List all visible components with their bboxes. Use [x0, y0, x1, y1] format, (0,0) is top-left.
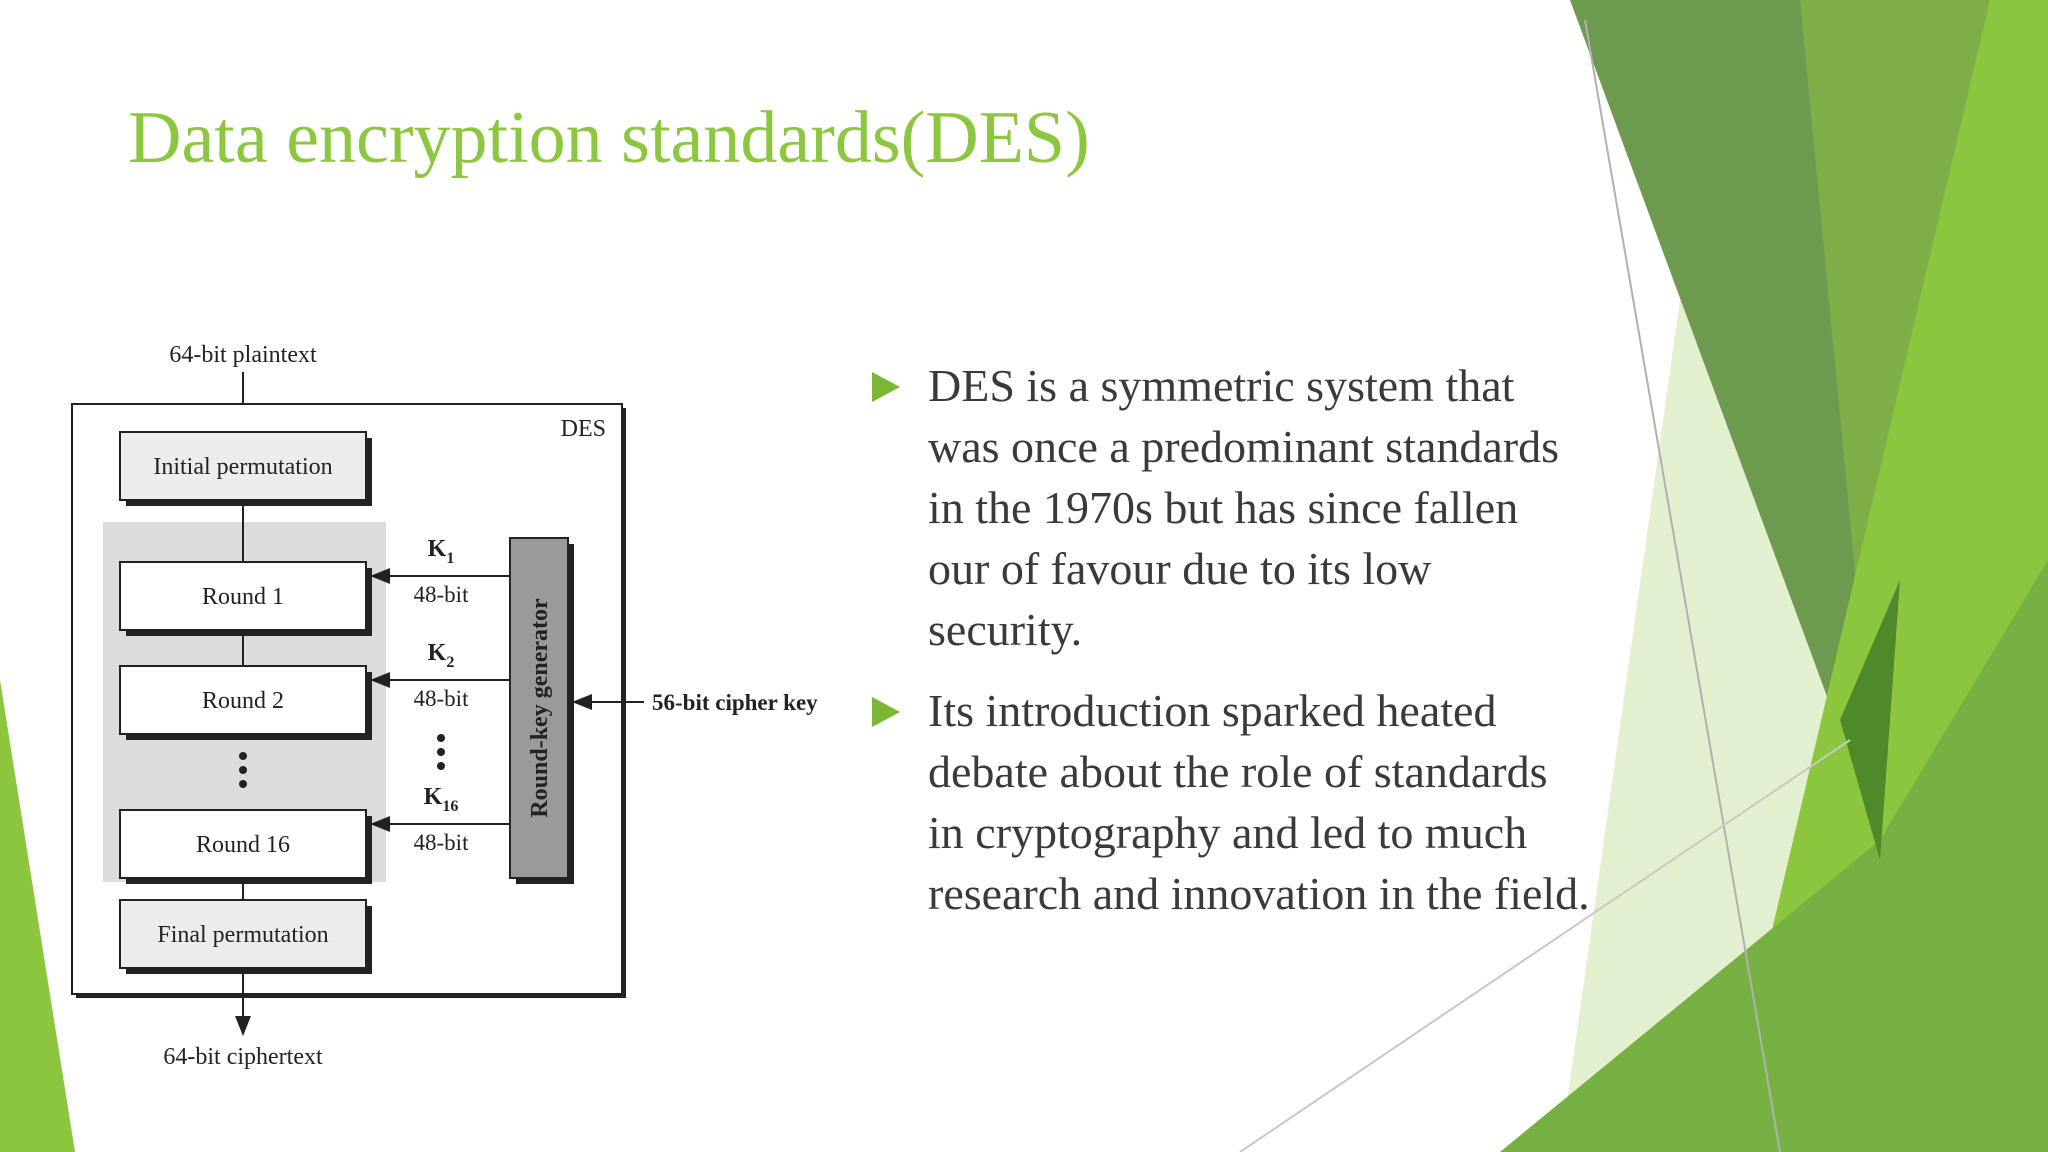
slide-title: Data encryption standards(DES) — [128, 96, 1090, 181]
key-1-bits: 48-bit — [414, 582, 470, 607]
des-frame-label: DES — [561, 416, 606, 442]
ellipsis-dot — [437, 762, 445, 770]
key-2-bits: 48-bit — [414, 686, 470, 711]
key-16-bits: 48-bit — [414, 830, 470, 855]
cipher-key-label: 56-bit cipher key — [652, 690, 818, 715]
des-diagram: 64-bit plaintext DES Initial permutation… — [60, 330, 840, 1090]
ellipsis-dot — [239, 766, 247, 774]
initial-permutation-label: Initial permutation — [153, 454, 332, 480]
ellipsis-dot — [239, 752, 247, 760]
triangle-right-icon — [872, 697, 900, 727]
round-1-label: Round 1 — [202, 584, 284, 610]
bullet-text: DES is a symmetric system that was once … — [928, 360, 1559, 655]
plaintext-label: 64-bit plaintext — [169, 342, 317, 368]
final-permutation-label: Final permutation — [157, 922, 328, 948]
bullet-text: Its introduction sparked heated debate a… — [928, 685, 1590, 919]
ellipsis-dot — [437, 734, 445, 742]
ciphertext-label: 64-bit ciphertext — [163, 1044, 323, 1070]
round-2-label: Round 2 — [202, 688, 284, 714]
ellipsis-dot — [437, 748, 445, 756]
round-key-generator-label: Round-key generator — [527, 598, 553, 818]
bullet-list: DES is a symmetric system that was once … — [870, 355, 1590, 944]
round-16-label: Round 16 — [196, 832, 290, 858]
bullet-item: DES is a symmetric system that was once … — [870, 355, 1590, 660]
bullet-item: Its introduction sparked heated debate a… — [870, 680, 1590, 924]
triangle-right-icon — [872, 372, 900, 402]
ellipsis-dot — [239, 780, 247, 788]
